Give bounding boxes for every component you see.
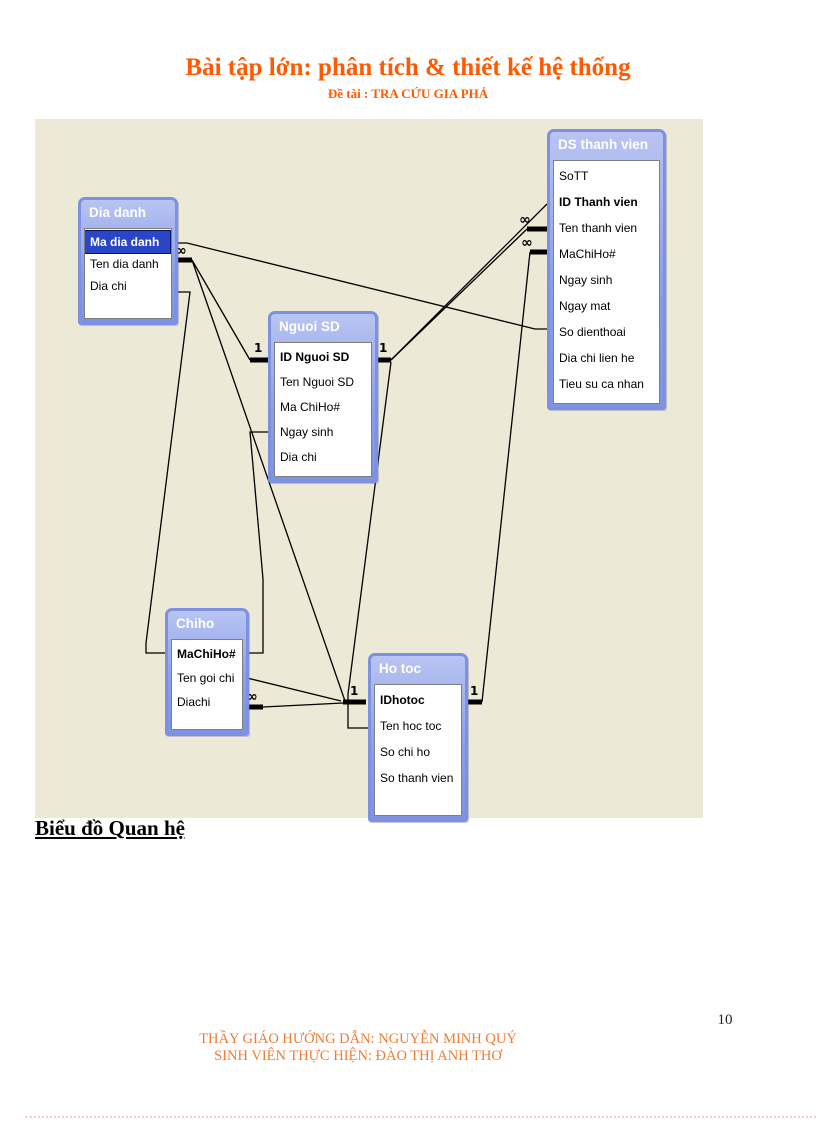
cardinality-many-label: ∞ bbox=[521, 235, 533, 251]
field-row-ten-hoc-toc[interactable]: Ten hoc toc bbox=[380, 719, 442, 733]
cardinality-one-label: 1 bbox=[254, 341, 262, 355]
table-field-list: ID Nguoi SD Ten Nguoi SD Ma ChiHo# Ngay sin… bbox=[274, 342, 372, 477]
field-row-ten-nguoi-sd[interactable]: Ten Nguoi SD bbox=[280, 375, 355, 389]
field-row-sott[interactable]: SoTT bbox=[559, 169, 589, 183]
field-row-dia-chi-lien-he[interactable]: Dia chi lien he bbox=[559, 351, 635, 365]
cardinality-many-label: ∞ bbox=[519, 212, 531, 228]
table-title-ho-toc[interactable]: Ho toc bbox=[379, 661, 421, 676]
connector-hotoc-1--ds-inf2: 1∞ bbox=[462, 235, 548, 705]
table-title-nguoi-sd[interactable]: Nguoi SD bbox=[279, 319, 340, 334]
cardinality-one-label: 1 bbox=[470, 684, 478, 698]
field-row-machiho-[interactable]: MaChiHo# bbox=[177, 647, 236, 661]
field-row-id-nguoi-sd[interactable]: ID Nguoi SD bbox=[280, 350, 350, 364]
connector-chiho-tengoichi--hotoc bbox=[242, 676, 342, 702]
table-title-dia-danh[interactable]: Dia danh bbox=[89, 205, 147, 220]
entity-table-nguoi-sd[interactable]: Nguoi SD ID Nguoi SD Ten Nguoi SD Ma ChiHo#… bbox=[268, 311, 378, 483]
page-subtitle: Đề tài : TRA CỨU GIA PHẢ bbox=[327, 86, 489, 101]
connector-nguoisd-ngaysinh--chiho-right bbox=[243, 431, 268, 654]
field-row-dia-chi[interactable]: Dia chi bbox=[90, 279, 127, 293]
field-row-ten-dia-danh[interactable]: Ten dia danh bbox=[90, 257, 159, 271]
field-row-ma-chiho-[interactable]: Ma ChiHo# bbox=[280, 400, 341, 414]
bottom-dotted-divider bbox=[25, 1116, 816, 1118]
cardinality-one-label: 1 bbox=[350, 684, 358, 698]
field-row-ngay-sinh[interactable]: Ngay sinh bbox=[559, 273, 613, 287]
connector-diadanh-diachi--chiho-left bbox=[145, 291, 191, 654]
connector-nguoisd--hotoc-tenhoctoc bbox=[347, 361, 392, 729]
field-row-so-thanh-vien[interactable]: So thanh vien bbox=[380, 771, 454, 785]
field-row-so-chi-ho[interactable]: So chi ho bbox=[380, 745, 431, 759]
cardinality-one-label: 1 bbox=[379, 341, 387, 355]
field-row-id-thanh-vien[interactable]: ID Thanh vien bbox=[559, 195, 638, 209]
section-heading: Biểu đồ Quan hệ bbox=[35, 816, 185, 840]
field-row-diachi[interactable]: Diachi bbox=[177, 695, 211, 709]
field-row-tieu-su-ca-nhan[interactable]: Tieu su ca nhan bbox=[559, 377, 644, 391]
table-title-ds-thanh-vien[interactable]: DS thanh vien bbox=[558, 137, 649, 152]
page-title: Bài tập lớn: phân tích & thiết kế hệ thố… bbox=[185, 54, 631, 81]
field-row-ma-dia-danh[interactable]: Ma dia danh bbox=[85, 230, 171, 254]
table-title-chiho[interactable]: Chiho bbox=[176, 616, 215, 631]
page-footer: THẦY GIÁO HƯỚNG DẪN: NGUYỄN MINH QUÝ SIN… bbox=[0, 1031, 716, 1065]
footer-student-line: SINH VIÊN THỰC HIỆN: ĐÀO THỊ ANH THƠ bbox=[214, 1048, 502, 1064]
footer-teacher-line: THẦY GIÁO HƯỚNG DẪN: NGUYỄN MINH QUÝ bbox=[199, 1031, 517, 1047]
field-row-ngay-sinh[interactable]: Ngay sinh bbox=[280, 425, 334, 439]
field-row-machiho-[interactable]: MaChiHo# bbox=[559, 247, 616, 261]
connector-ds-inf1--nguoisd-1: ∞ bbox=[390, 212, 547, 361]
cardinality-many-label: ∞ bbox=[246, 689, 258, 705]
page-number: 10 bbox=[717, 1012, 733, 1028]
cardinality-many-label: ∞ bbox=[175, 243, 187, 259]
field-row-so-dienthoai[interactable]: So dienthoai bbox=[559, 325, 626, 339]
field-row-ten-goi-chi[interactable]: Ten goi chi bbox=[177, 671, 235, 685]
field-row-dia-chi[interactable]: Dia chi bbox=[280, 450, 317, 464]
field-row-ten-thanh-vien[interactable]: Ten thanh vien bbox=[559, 221, 638, 235]
connector-diadanh-madiadanh--ds-sodienthoai bbox=[172, 242, 547, 330]
field-row-ngay-mat[interactable]: Ngay mat bbox=[559, 299, 611, 313]
field-row-idhotoc[interactable]: IDhotoc bbox=[380, 693, 425, 707]
